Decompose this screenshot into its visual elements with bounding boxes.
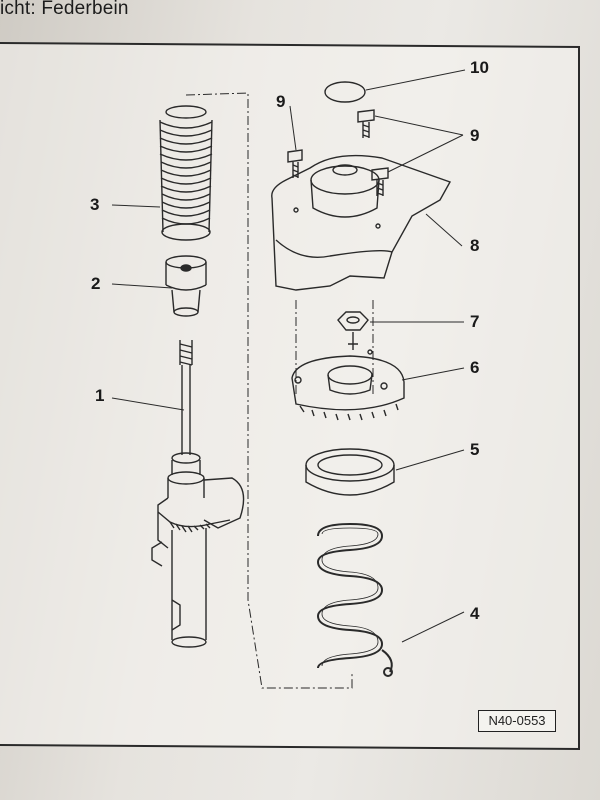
leader-lines [111,69,466,643]
callout-5-spring-pad: 5 [470,440,480,459]
shock-absorber-shape [151,340,245,648]
bolt-shapes [287,109,389,196]
assembly-line-left [185,92,353,689]
page-title: icht: Federbein [0,0,129,19]
callout-9-bolt-left: 9 [276,92,286,111]
strut-mount-body-shape [271,154,452,291]
assembly-line-right [295,300,374,395]
figure-reference-number: N40-0553 [478,710,556,732]
callout-2-bump-stop: 2 [91,274,101,293]
spring-pad-shape [305,448,395,496]
coil-spring-shape [316,522,393,677]
callout-10-cap: 10 [470,58,489,77]
callout-9-bolts-right: 9 [470,126,480,145]
spring-seat-plate-shape [291,349,405,421]
callout-7-nut: 7 [470,312,480,331]
callout-4-coil-spring: 4 [470,604,480,623]
callout-1-shock-absorber: 1 [95,386,105,405]
callout-3-protective-boot: 3 [90,195,100,214]
bump-stop-shape [165,255,207,317]
cap-shape [324,81,366,103]
callout-6-spring-seat: 6 [470,358,480,377]
nut-shape [337,311,369,350]
protective-boot-shape [159,105,213,241]
callout-8-strut-mount: 8 [470,236,480,255]
